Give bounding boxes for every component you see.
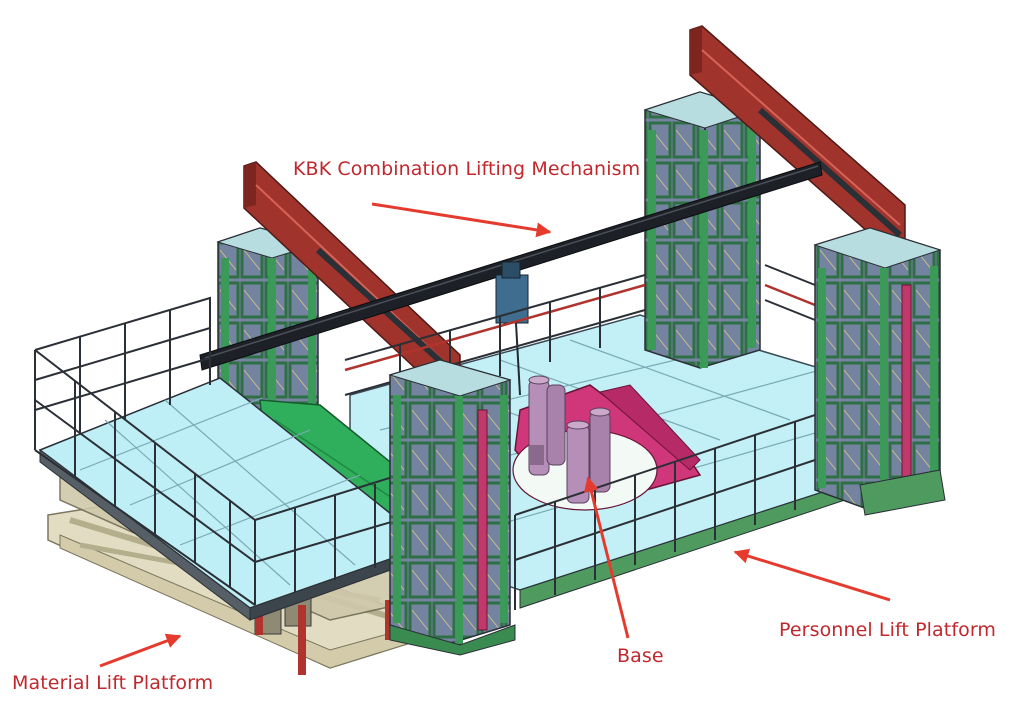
annotation-arrows: [99, 202, 891, 668]
label-base: Base: [617, 645, 664, 667]
front-left-column: [388, 359, 516, 656]
material-platform: [38, 377, 432, 622]
arrow-personnel: [733, 548, 891, 602]
label-personnel-lift-platform: Personnel Lift Platform: [779, 619, 997, 641]
hydraulic-cylinders: [528, 375, 611, 504]
arrow-kbk: [371, 202, 552, 238]
front-right-column: [813, 227, 946, 516]
arrow-base: [583, 476, 630, 639]
rear-right-column: [643, 91, 762, 369]
label-kbk-lifting-mechanism: KBK Combination Lifting Mechanism: [293, 158, 641, 180]
arrow-material: [99, 633, 182, 668]
material-platform-railing: [34, 296, 416, 606]
label-material-lift-platform: Material Lift Platform: [12, 672, 214, 694]
overhead-red-beams: [243, 25, 906, 400]
